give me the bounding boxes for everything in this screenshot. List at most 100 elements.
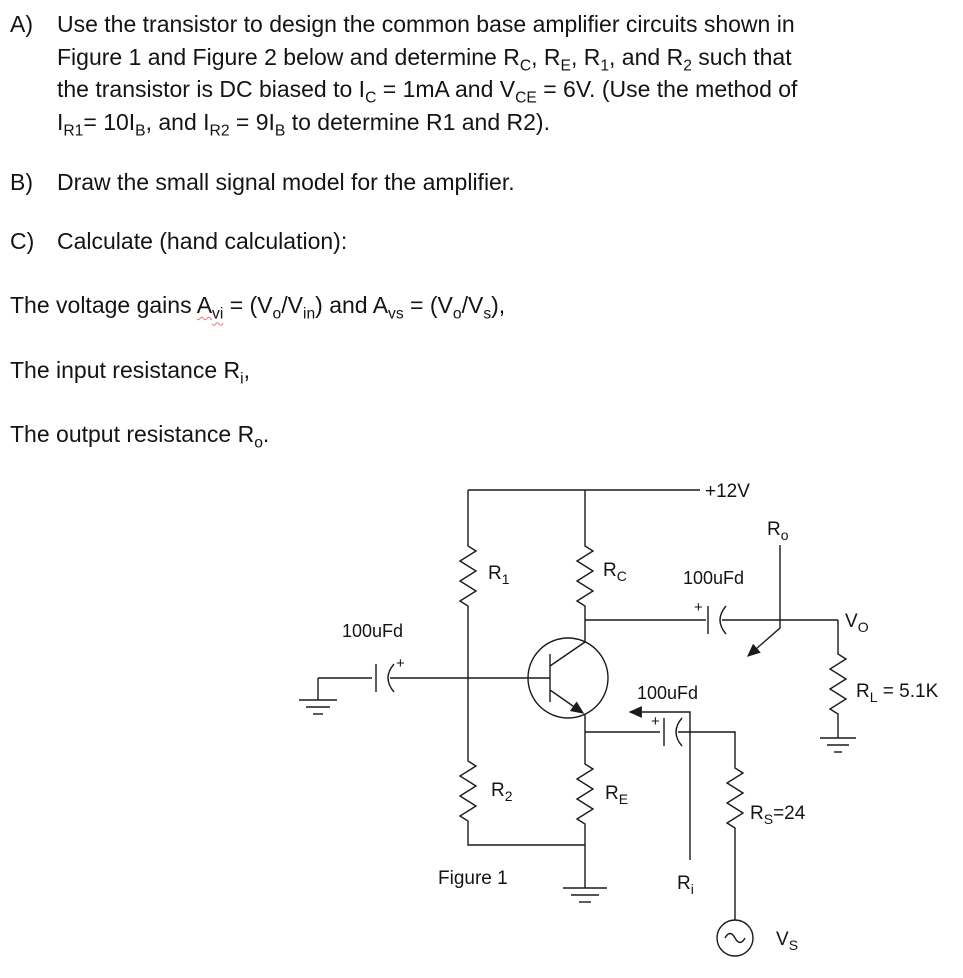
text-segment: , and R xyxy=(609,43,684,70)
item-c-marker: C) xyxy=(10,228,35,255)
ground-rl xyxy=(820,737,856,753)
figure-caption: Figure 1 xyxy=(438,868,508,889)
label-supply: +12V xyxy=(705,481,750,502)
label-re: RE xyxy=(605,783,628,807)
ro-arrow xyxy=(746,545,781,657)
item-a-line-4: IR1= 10IB, and IR2 = 9IB to determine R1… xyxy=(57,108,550,139)
subscript: o xyxy=(254,434,263,452)
text-segment: /V xyxy=(461,291,484,318)
text-segment: I xyxy=(57,108,64,135)
label-rc: RC xyxy=(603,560,627,584)
text-segment: = 9I xyxy=(229,108,275,135)
subscript: CE xyxy=(515,89,537,107)
emitter-cap-wire-right xyxy=(678,731,736,762)
subscript: B xyxy=(274,122,286,140)
ground-center xyxy=(563,887,607,903)
text-segment: = 1mA and V xyxy=(376,76,516,103)
text-segment: = (V xyxy=(403,291,453,318)
text-segment: , and I xyxy=(145,108,210,135)
cap-input-curve xyxy=(387,663,395,693)
item-b-marker: B) xyxy=(10,168,33,195)
cap-output-plus-sign: + xyxy=(694,599,703,616)
item-a-line-1: Use the transistor to design the common … xyxy=(57,11,795,37)
transistor-body xyxy=(527,637,609,719)
item-a-line-3: the transistor is DC biased to IC = 1mA … xyxy=(57,76,798,106)
label-vo: VO xyxy=(845,611,869,635)
calc-line-input-resistance: The input resistance Ri, xyxy=(10,354,957,387)
text-segment: , R xyxy=(570,43,601,70)
label-vs: VS xyxy=(776,929,798,953)
subscript: s xyxy=(483,305,492,323)
transistor-collector-lead xyxy=(549,641,586,667)
capacitor-output xyxy=(707,605,727,635)
transistor-emitter-lead xyxy=(549,689,585,714)
subscript: 2 xyxy=(683,57,692,75)
source-vs xyxy=(716,919,754,957)
ri-arrow xyxy=(628,706,691,860)
problem-text: A) Use the transistor to design the comm… xyxy=(0,0,963,451)
text-segment: The voltage gains xyxy=(10,291,197,318)
circuit-wires xyxy=(317,489,839,920)
subscript: in xyxy=(302,305,316,323)
text-segment: = 6V. (Use the method of xyxy=(536,76,798,103)
capacitor-emitter xyxy=(663,717,683,747)
problem-item-a: A) Use the transistor to design the comm… xyxy=(10,8,957,139)
item-b-body: Draw the small signal model for the ampl… xyxy=(57,166,957,199)
label-r2: R2 xyxy=(491,780,513,804)
text-segment: to determine R1 and R2). xyxy=(285,108,550,135)
text-segment: , R xyxy=(531,43,561,70)
text-segment: The output resistance R xyxy=(10,421,255,448)
text-segment: = 10I xyxy=(83,108,136,135)
label-ro: Ro xyxy=(767,519,789,543)
label-rl: RL = 5.1K xyxy=(856,681,939,705)
text-segment: /V xyxy=(281,291,303,318)
cap-emitter-curve xyxy=(675,717,683,747)
text-segment: such that xyxy=(691,43,792,70)
subscript: o xyxy=(452,305,462,323)
item-c-body: Calculate (hand calculation): xyxy=(57,225,957,258)
calc-line-voltage-gains: The voltage gains Avi = (Vo/Vin) and Avs… xyxy=(10,289,957,322)
resistor-rl xyxy=(828,648,848,720)
resistor-r2 xyxy=(458,755,478,827)
subscript: B xyxy=(135,122,146,140)
text-segment: Draw the small signal model for the ampl… xyxy=(57,168,515,195)
text-segment: the transistor is DC biased to I xyxy=(57,76,366,103)
subscript: i xyxy=(240,370,244,388)
label-r1: R1 xyxy=(488,563,510,587)
label-cap-output-value: 100uFd xyxy=(683,568,744,588)
ground-input xyxy=(299,699,337,715)
subscript: vi xyxy=(212,305,224,323)
label-cap-input-value: 100uFd xyxy=(342,621,403,641)
text-segment: The input resistance R xyxy=(10,356,241,383)
text-segment: Calculate (hand calculation): xyxy=(57,228,348,255)
text-segment: , xyxy=(243,356,250,383)
text-segment: ) and A xyxy=(315,291,389,318)
subscript: o xyxy=(272,305,282,323)
label-ri: Ri xyxy=(677,873,694,897)
text-segment: Figure 1 and Figure 2 below and determin… xyxy=(57,43,520,70)
subscript: C xyxy=(365,89,377,107)
text-segment: = (V xyxy=(223,291,273,318)
problem-item-b: B) Draw the small signal model for the a… xyxy=(10,166,957,199)
text-segment: ), xyxy=(491,291,506,318)
text-segment: . xyxy=(262,421,270,448)
resistor-r1 xyxy=(458,540,478,612)
resistor-rc xyxy=(575,540,595,612)
item-a-body: Use the transistor to design the common … xyxy=(57,8,957,139)
bottom-wire xyxy=(467,827,585,846)
text-segment: Use the transistor to design the common … xyxy=(57,11,795,37)
resistor-re xyxy=(575,758,595,830)
capacitor-input xyxy=(375,663,395,693)
item-a-marker: A) xyxy=(10,11,33,37)
text-segment: A xyxy=(196,291,213,318)
resistor-rs xyxy=(725,762,745,834)
cap-output-curve xyxy=(719,605,727,635)
subscript: C xyxy=(519,57,532,75)
source-vs-sine-icon xyxy=(724,932,746,944)
subscript: vs xyxy=(388,305,404,323)
item-a-line-2: Figure 1 and Figure 2 below and determin… xyxy=(57,43,792,74)
cap-input-plus-sign: + xyxy=(396,655,405,672)
subscript: E xyxy=(560,57,571,75)
calc-line-output-resistance: The output resistance Ro. xyxy=(10,418,957,451)
